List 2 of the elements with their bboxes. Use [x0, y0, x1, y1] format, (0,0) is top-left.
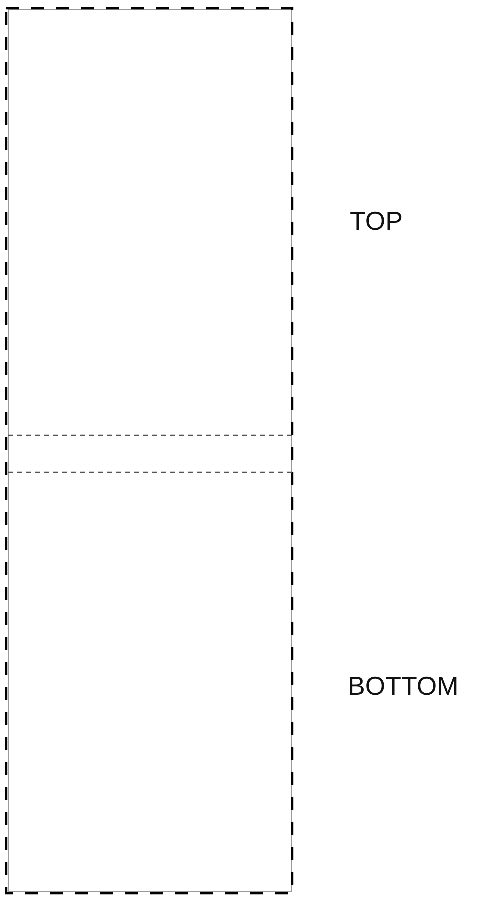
panel-label: TOP [350, 206, 403, 237]
panel-label: BOTTOM [348, 671, 459, 702]
